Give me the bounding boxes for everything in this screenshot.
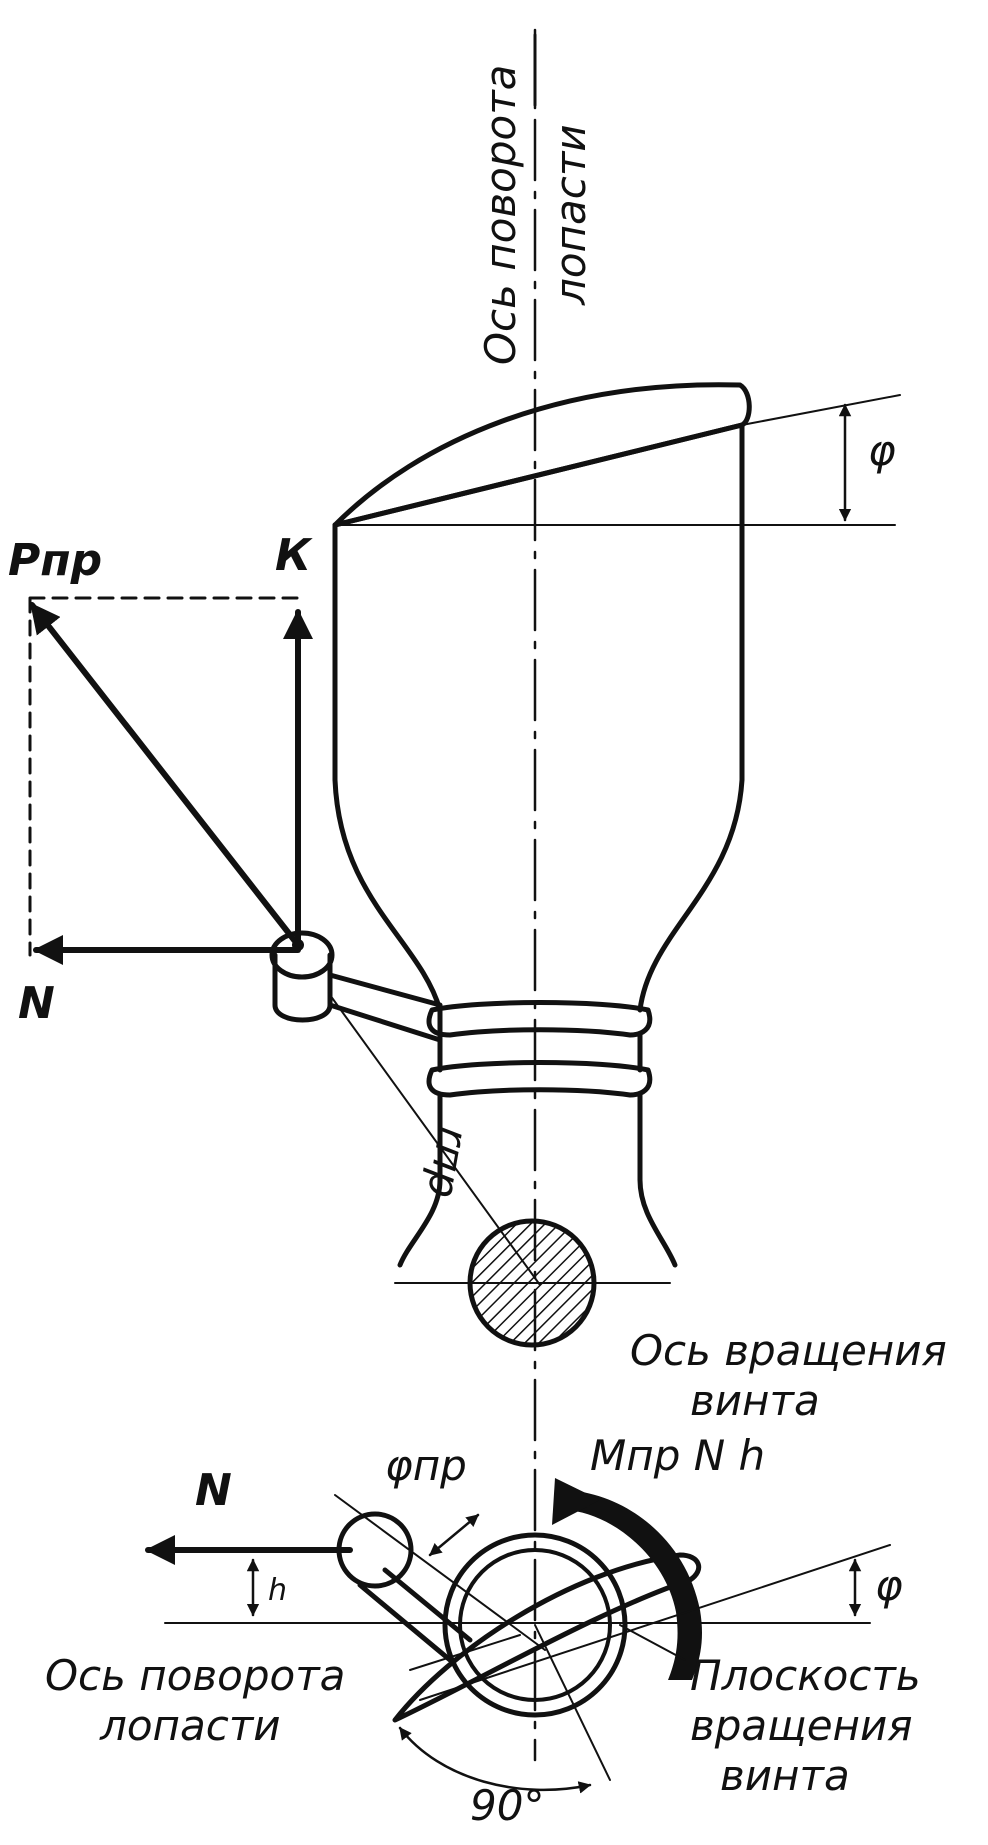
neck-band-upper	[426, 1000, 653, 1038]
plane-label-2: вращения	[690, 1701, 913, 1750]
moment-label: Мпр N h	[590, 1431, 765, 1480]
counterweight-top	[269, 930, 335, 980]
counterweight-arm	[327, 972, 443, 1043]
phi-bottom-label: φ	[875, 1561, 903, 1610]
phi-reference-inclined	[741, 394, 901, 426]
rotation-axis-label-2: винта	[690, 1376, 820, 1425]
hub-outer-ring	[442, 1532, 628, 1718]
neck-right	[637, 1032, 678, 1268]
p-pr-label: Рпр	[8, 535, 102, 586]
phi-pr-ref-line	[334, 1494, 546, 1651]
force-p-pr-arrow	[29, 602, 301, 948]
r-pr-label: rпр	[418, 1123, 479, 1202]
n-upper-label: N	[18, 978, 55, 1029]
phi-bottom-inclined	[419, 1544, 891, 1701]
neck-band-lower	[426, 1060, 653, 1098]
force-parallelogram-dashed	[28, 596, 300, 957]
phi-pr-dimension	[428, 1513, 480, 1557]
moment-arrowhead	[552, 1478, 600, 1525]
k-label: К	[275, 530, 313, 581]
bottom-axis-label-2: лопасти	[99, 1701, 281, 1750]
blade-body-right-edge	[637, 422, 745, 1013]
plane-label-3: винта	[720, 1751, 850, 1800]
angle-90-label: 90°	[470, 1781, 544, 1830]
angle-90-arc	[398, 1726, 592, 1794]
blade-tip-chord	[332, 422, 745, 528]
plane-label-1: Плоскость	[690, 1651, 921, 1700]
rotation-axis-label-1: Ось вращения	[630, 1326, 947, 1375]
phi-pr-label: φпр	[385, 1441, 467, 1490]
perpendicular-line	[534, 1624, 611, 1781]
h-label: h	[268, 1573, 287, 1608]
blade-body-left-edge	[332, 522, 443, 1013]
hub-inner-ring	[458, 1548, 612, 1702]
bottom-axis-label-1: Ось поворота	[45, 1651, 345, 1700]
top-axis-label-1: Ось поворота	[476, 65, 525, 365]
blade-section-airfoil	[392, 1552, 702, 1723]
lower-arm	[357, 1567, 473, 1663]
phi-top-label: φ	[868, 426, 896, 475]
n-lower-label: N	[195, 1465, 232, 1516]
counterweight-cylinder	[272, 952, 333, 1023]
top-axis-label-2: лопасти	[546, 124, 595, 306]
plane-leader	[619, 1624, 686, 1661]
bottom-axis-leader	[409, 1634, 521, 1671]
blade-tip-outline	[332, 382, 752, 528]
